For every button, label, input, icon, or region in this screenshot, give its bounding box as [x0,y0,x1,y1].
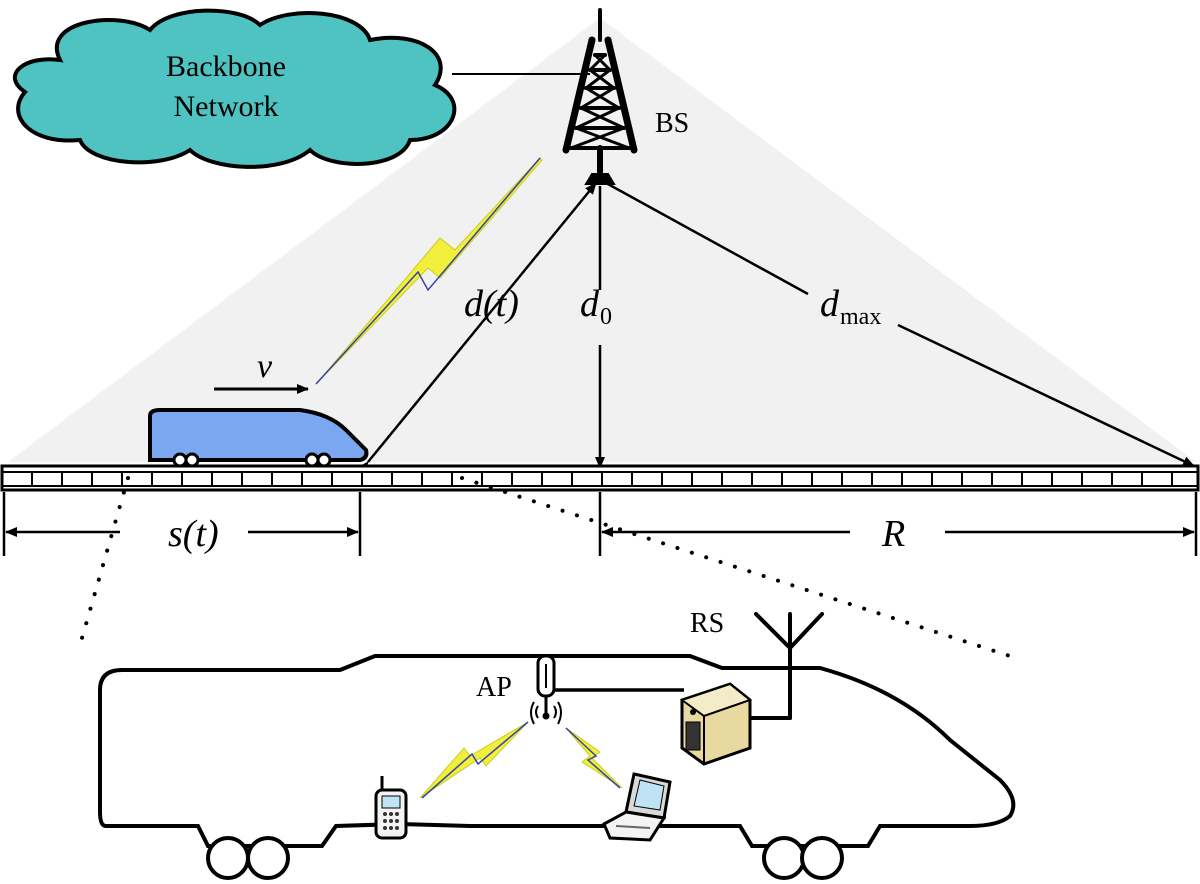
distance-line-dmax-lower [897,323,1195,468]
bs-label: BS [655,108,689,139]
dmax-subscript: max [840,304,881,330]
mobile-phone-icon [374,776,408,840]
dmax-label: d [820,283,840,325]
radius-label: R [881,513,905,555]
d0-label: d [580,283,600,325]
d0-subscript: 0 [600,304,612,330]
train-carriage-outline [98,654,1016,848]
base-station-tower-icon [562,8,638,185]
ap-label: AP [476,672,512,703]
access-point-icon [530,654,562,725]
distance-line-dt [357,182,597,474]
relay-station-antenna-icon [744,612,824,720]
cloud-label-line1: Backbone [166,50,286,83]
zoom-line-right [460,476,1018,660]
distance-line-dmax [605,181,809,296]
zoom-line-left [76,476,130,654]
cloud-label-line2: Network [174,90,279,123]
server-icon [679,682,753,766]
rs-label: RS [690,608,724,639]
railway-track [0,464,1200,492]
wireless-link-ap-phone [419,721,529,799]
backbone-network-cloud: Backbone Network [12,8,457,169]
velocity-label: v [257,348,273,385]
train-icon [148,408,369,468]
dt-label: d(t) [464,283,519,325]
position-label: s(t) [168,513,219,555]
train-wheels [206,836,844,880]
laptop-icon [602,772,672,842]
wireless-link-ap-laptop [565,727,623,789]
coverage-area [8,18,1196,462]
